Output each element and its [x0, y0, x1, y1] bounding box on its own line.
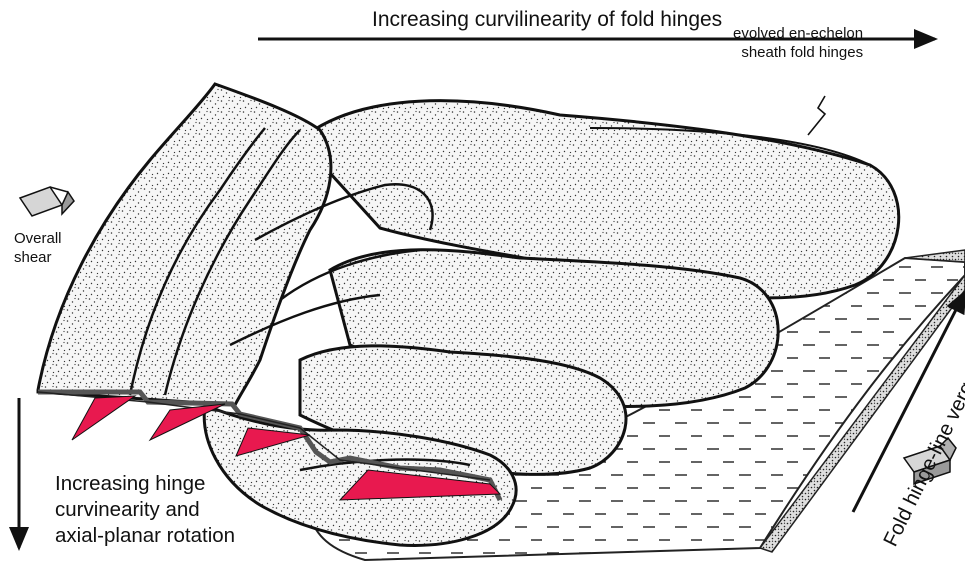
top-arrow-label: Increasing curvilinearity of fold hinges — [372, 8, 722, 32]
left-arrow-label: Increasing hinge curvinearity and axial-… — [55, 471, 235, 549]
left-arrow-line: Increasing hinge — [55, 471, 235, 497]
hinges-callout-line: sheath fold hinges — [733, 43, 863, 62]
overall-shear-line: shear — [14, 248, 62, 267]
overall-shear-label: Overall shear — [14, 229, 62, 267]
hinges-callout-label: evolved en-echelon sheath fold hinges — [733, 24, 863, 62]
hinges-callout-line: evolved en-echelon — [733, 24, 863, 43]
callout-leader — [808, 96, 825, 135]
overall-shear-line: Overall — [14, 229, 62, 248]
left-arrow-line: curvinearity and — [55, 497, 235, 523]
shear-box-icon — [20, 187, 74, 216]
left-arrow-line: axial-planar rotation — [55, 523, 235, 549]
